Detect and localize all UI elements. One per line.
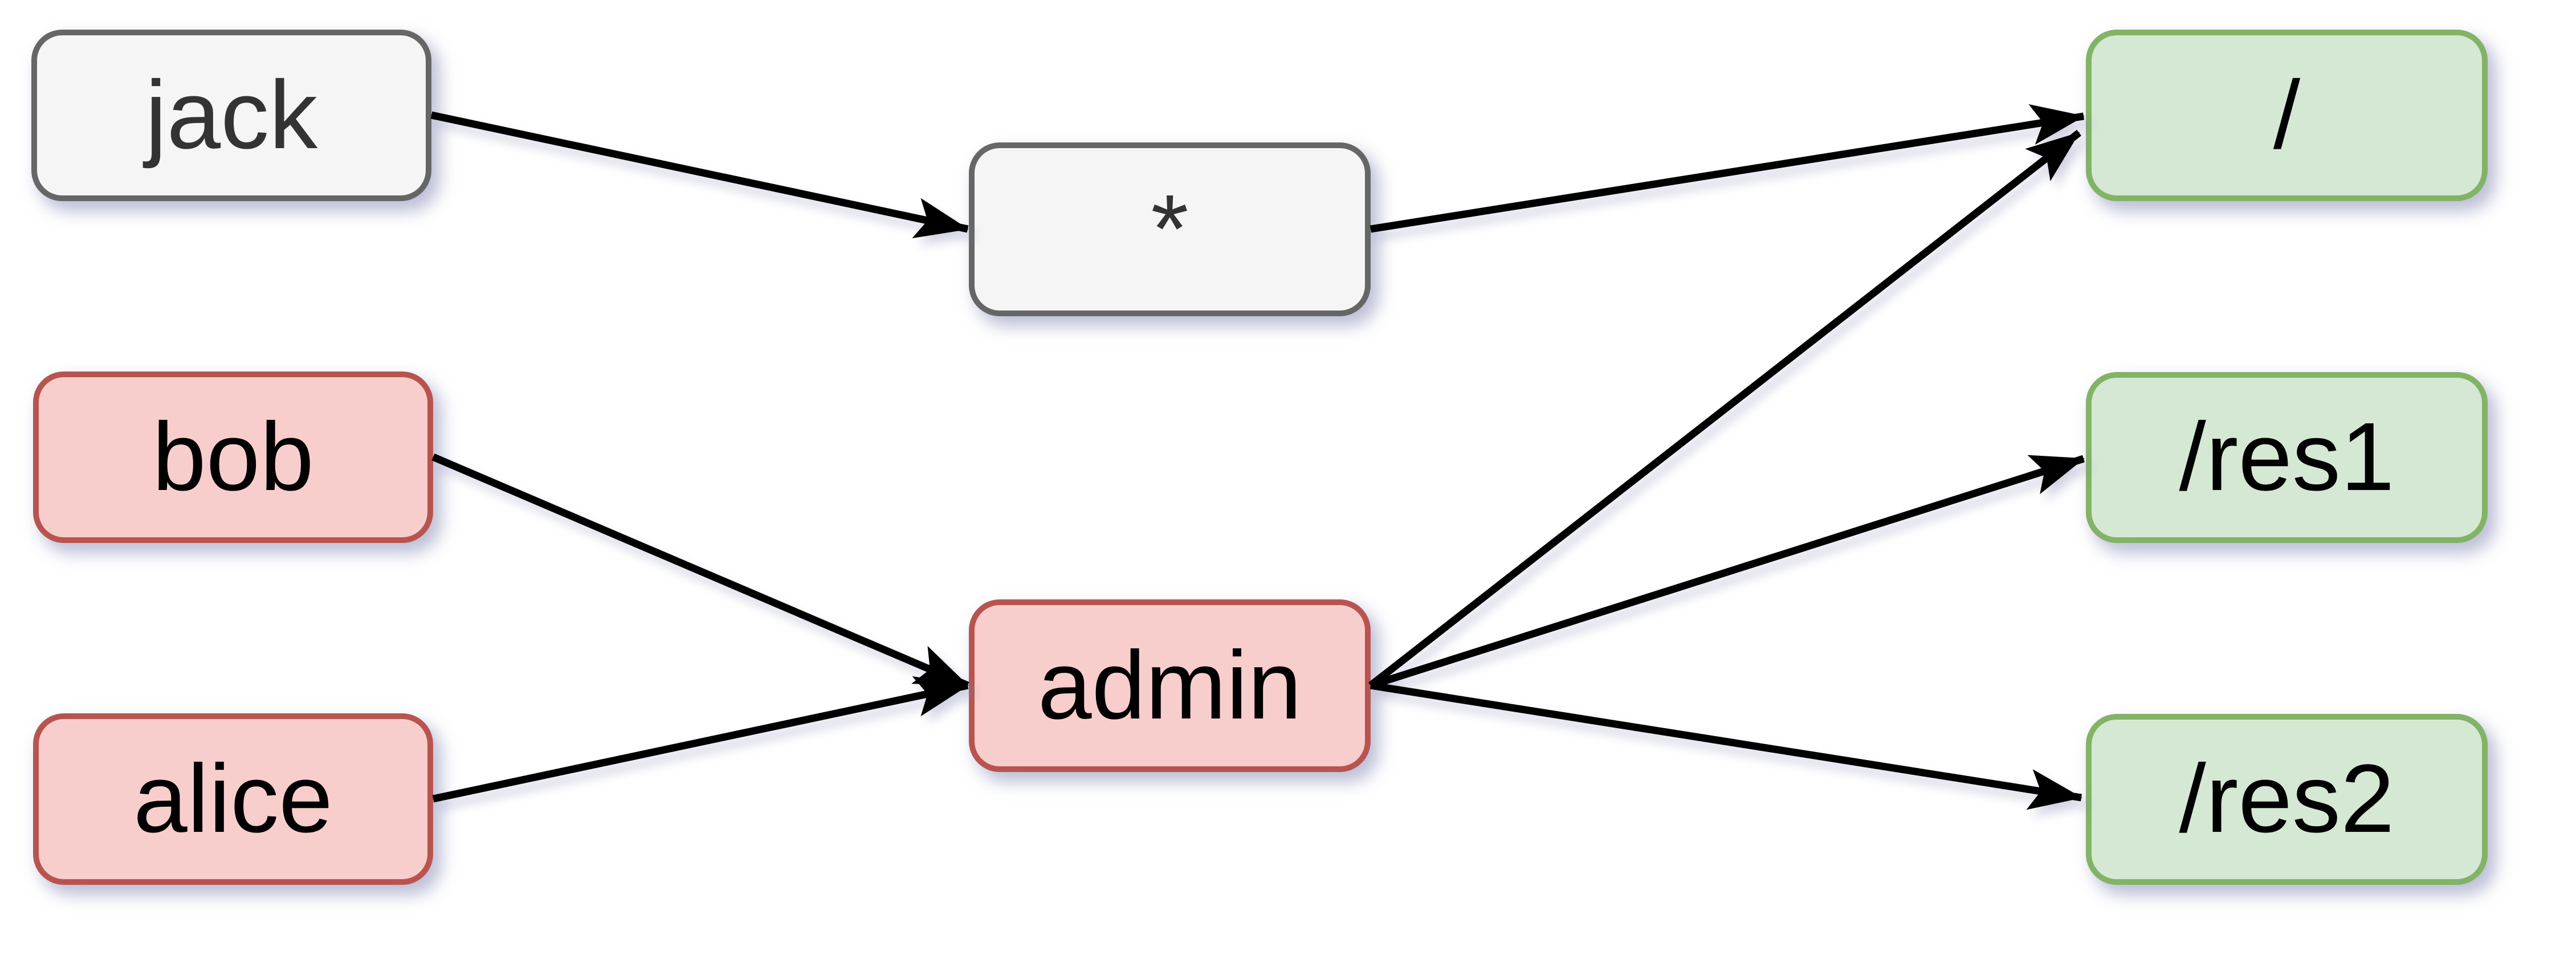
node-bob-label: bob (152, 402, 314, 511)
node-root-label: / (2273, 60, 2301, 169)
node-star-label: * (1151, 174, 1189, 283)
node-resource-res1: /res1 (2086, 372, 2488, 543)
node-admin-label: admin (1037, 631, 1302, 740)
node-resource-root: / (2086, 30, 2488, 201)
edge-star-to-root (1369, 104, 2085, 233)
node-admin-role: admin (969, 599, 1371, 772)
node-alice: alice (33, 713, 433, 885)
node-res2-label: /res2 (2179, 745, 2395, 854)
edge-jack-to-star (430, 111, 969, 239)
node-alice-label: alice (133, 744, 333, 853)
node-resource-res2: /res2 (2086, 714, 2488, 885)
edge-admin-to-root (1368, 129, 2081, 689)
node-res1-label: /res1 (2179, 403, 2395, 512)
node-star-role: * (969, 142, 1371, 316)
edge-admin-to-res2 (1369, 681, 2082, 810)
edge-admin-to-res1 (1369, 455, 2085, 689)
node-jack-label: jack (145, 60, 318, 169)
node-bob: bob (33, 371, 433, 543)
edge-bob-to-admin (431, 454, 969, 689)
edge-alice-to-admin (432, 676, 969, 803)
node-jack: jack (31, 30, 431, 201)
